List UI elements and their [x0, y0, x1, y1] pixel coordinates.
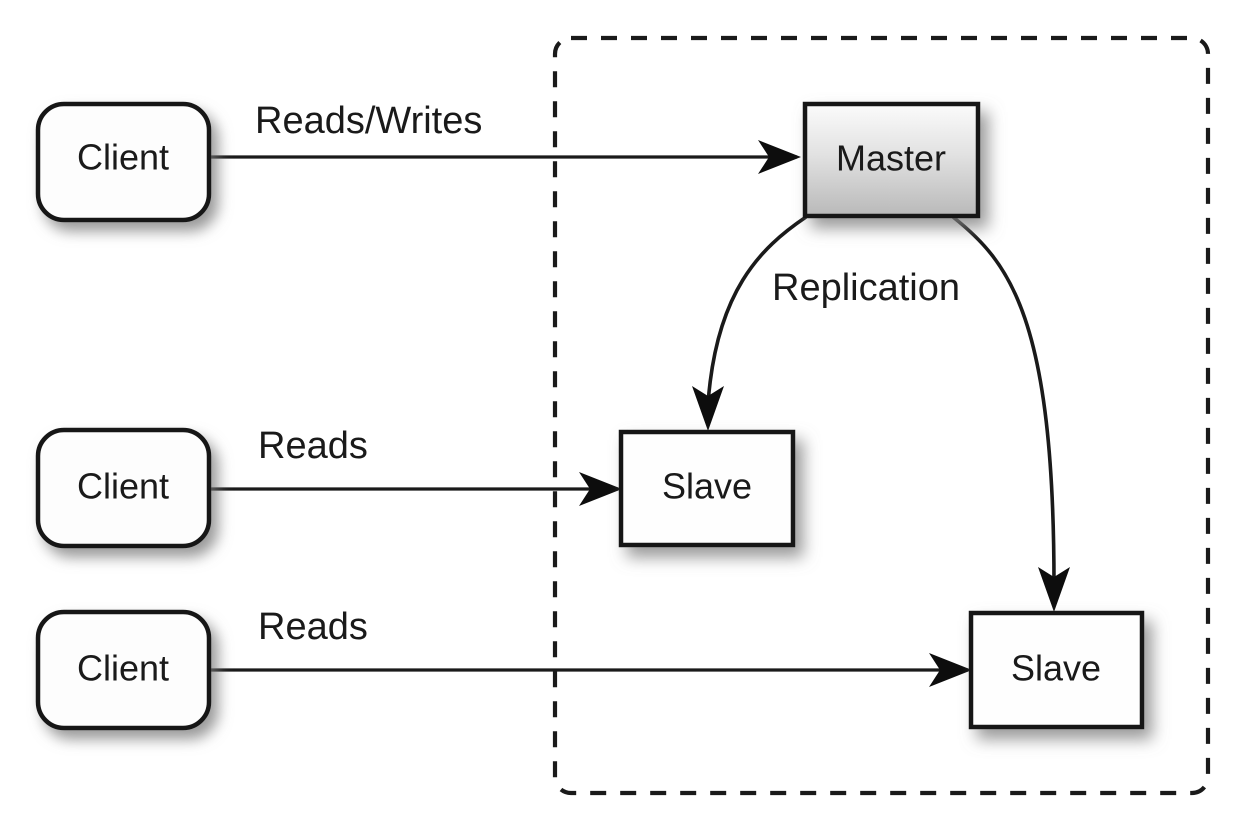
edge-label-replication: Replication: [772, 267, 960, 309]
arrowhead-slave1-replication: [692, 386, 724, 431]
client-2-label: Client: [77, 466, 169, 507]
edge-master-to-slave1-replication: [692, 215, 808, 431]
edge-curve-replication-right: [951, 215, 1056, 585]
node-master[interactable]: [802, 101, 981, 219]
client-1-label: Client: [77, 137, 169, 178]
slave-1-box[interactable]: [618, 429, 796, 548]
edge-label-reads-middle: Reads: [258, 425, 368, 467]
arrowhead-slave2-in: [929, 653, 972, 687]
edge-label-reads-bottom: Reads: [258, 606, 368, 648]
node-slave-2[interactable]: [968, 610, 1145, 730]
client-3-box[interactable]: [35, 609, 212, 731]
edge-master-to-slave2-replication: [951, 215, 1070, 612]
edge-client2-to-slave1: [209, 472, 622, 506]
master-box[interactable]: [802, 101, 981, 219]
edge-client3-to-slave2: [209, 653, 972, 687]
node-client-1[interactable]: [35, 101, 212, 223]
client-1-box[interactable]: [35, 101, 212, 223]
node-client-3[interactable]: [35, 609, 212, 731]
client-3-label: Client: [77, 648, 169, 689]
slave-2-box[interactable]: [968, 610, 1145, 730]
edge-label-reads-writes: Reads/Writes: [255, 100, 482, 142]
slave-2-label: Slave: [1011, 648, 1101, 689]
arrowhead-master-in: [758, 140, 801, 174]
datastore-boundary: [552, 35, 1211, 796]
node-slave-1[interactable]: [618, 429, 796, 548]
slave-1-label: Slave: [662, 466, 752, 507]
edge-client1-to-master: [209, 140, 801, 174]
node-client-2[interactable]: [35, 427, 212, 549]
master-label: Master: [836, 138, 946, 179]
arrowhead-slave2-replication: [1038, 567, 1070, 612]
client-2-box[interactable]: [35, 427, 212, 549]
edge-curve-replication-left: [706, 215, 808, 405]
arrowhead-slave1-in: [579, 472, 622, 506]
